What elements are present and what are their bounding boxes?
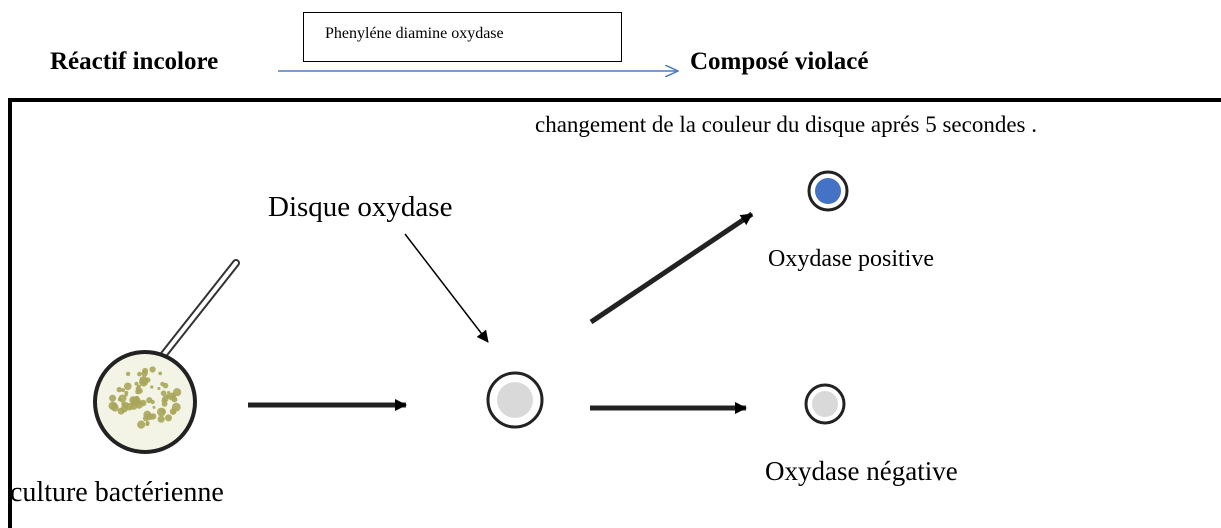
colonies — [108, 366, 182, 429]
colony — [161, 401, 168, 407]
oxidase-disk-icon — [486, 371, 544, 429]
colony — [121, 388, 125, 393]
colony — [162, 382, 169, 389]
colony — [137, 371, 142, 377]
colony — [145, 422, 150, 427]
colony — [111, 404, 119, 412]
colony — [152, 405, 156, 409]
colony — [130, 402, 138, 410]
negative-disk-icon — [804, 383, 846, 425]
arrow-to-positive — [589, 211, 754, 325]
petri-dish-icon — [93, 259, 240, 454]
colony — [171, 402, 181, 412]
product-label: Composé violacé — [690, 48, 869, 75]
reagent-label: Réactif incolore — [50, 48, 219, 75]
negative-label: Oxydase négative — [765, 456, 958, 486]
colony — [118, 394, 127, 403]
colony — [120, 405, 128, 413]
colony — [134, 381, 139, 386]
colony — [162, 395, 169, 403]
colony — [116, 386, 122, 393]
enzyme-box: Phenyléne diamine oxydase — [303, 12, 622, 62]
enzyme-label: Phenyléne diamine oxydase — [325, 25, 504, 42]
positive-disk-icon — [807, 170, 849, 212]
positive-label: Oxydase positive — [768, 246, 934, 272]
colony — [157, 386, 161, 391]
colony — [142, 367, 149, 374]
colony — [137, 420, 146, 429]
observation-note: changement de la couleur du disque aprés… — [535, 112, 1037, 137]
colony — [135, 389, 141, 395]
colony — [150, 399, 155, 405]
colony — [158, 371, 163, 376]
colony — [150, 385, 154, 389]
diagram-frame — [8, 98, 1221, 528]
colony — [165, 414, 172, 422]
colony — [109, 394, 117, 402]
colony — [125, 371, 131, 377]
colony — [139, 376, 148, 385]
colony — [139, 399, 147, 407]
culture-label: culture bactérienne — [10, 477, 224, 508]
colony — [136, 384, 141, 389]
colony — [124, 393, 128, 397]
colony — [157, 415, 165, 423]
colony — [143, 410, 152, 419]
diagram-canvas — [93, 0, 849, 454]
colony — [160, 390, 167, 397]
colony — [171, 409, 176, 415]
disk-pointer-arrow — [404, 233, 489, 343]
colony — [167, 390, 171, 395]
colony — [160, 408, 166, 415]
colony — [170, 394, 175, 399]
colony — [124, 382, 132, 391]
disk-label: Disque oxydase — [268, 191, 453, 223]
colony — [149, 366, 156, 373]
